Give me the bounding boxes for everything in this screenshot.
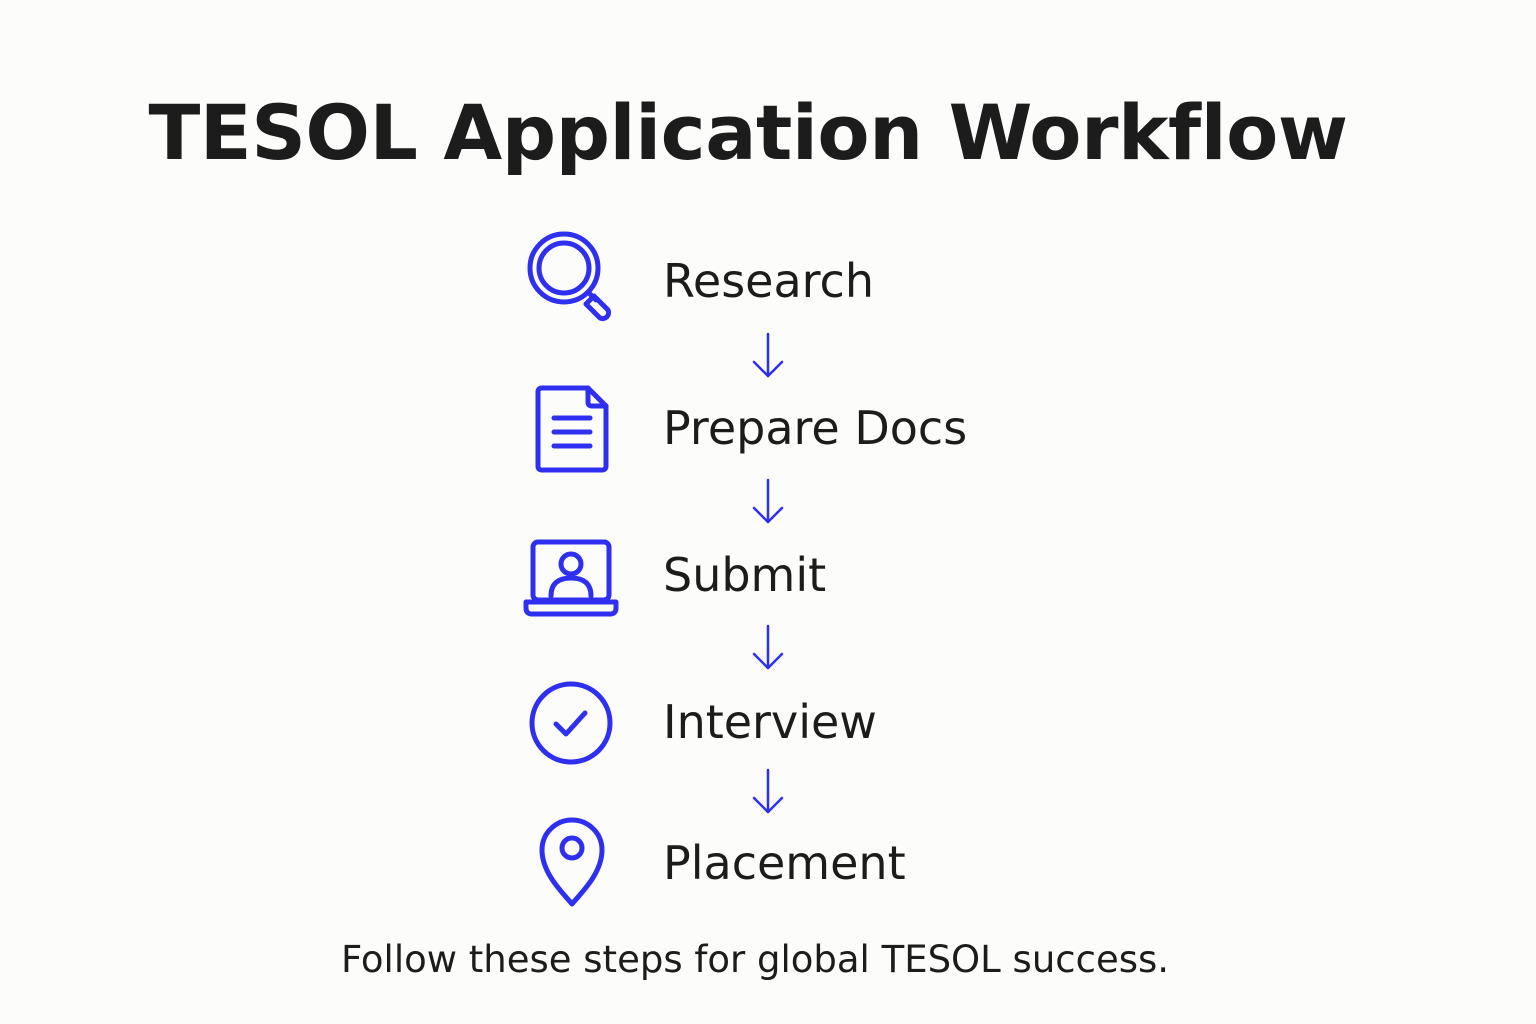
down-arrow-icon <box>748 478 788 526</box>
laptop-user-icon <box>521 530 621 630</box>
step-label-interview: Interview <box>663 695 877 749</box>
footer-caption: Follow these steps for global TESOL succ… <box>340 938 1170 981</box>
step-label-placement: Placement <box>663 836 906 890</box>
down-arrow-icon <box>748 332 788 380</box>
location-pin-icon <box>522 814 622 914</box>
page-title: TESOL Application Workflow <box>148 88 1348 177</box>
magnifier-icon <box>522 230 622 330</box>
step-label-submit: Submit <box>663 548 827 602</box>
down-arrow-icon <box>748 624 788 672</box>
down-arrow-icon <box>748 768 788 816</box>
step-label-prepare-docs: Prepare Docs <box>663 401 968 455</box>
check-circle-icon <box>521 673 621 773</box>
step-label-research: Research <box>663 254 874 308</box>
document-icon <box>522 380 622 480</box>
